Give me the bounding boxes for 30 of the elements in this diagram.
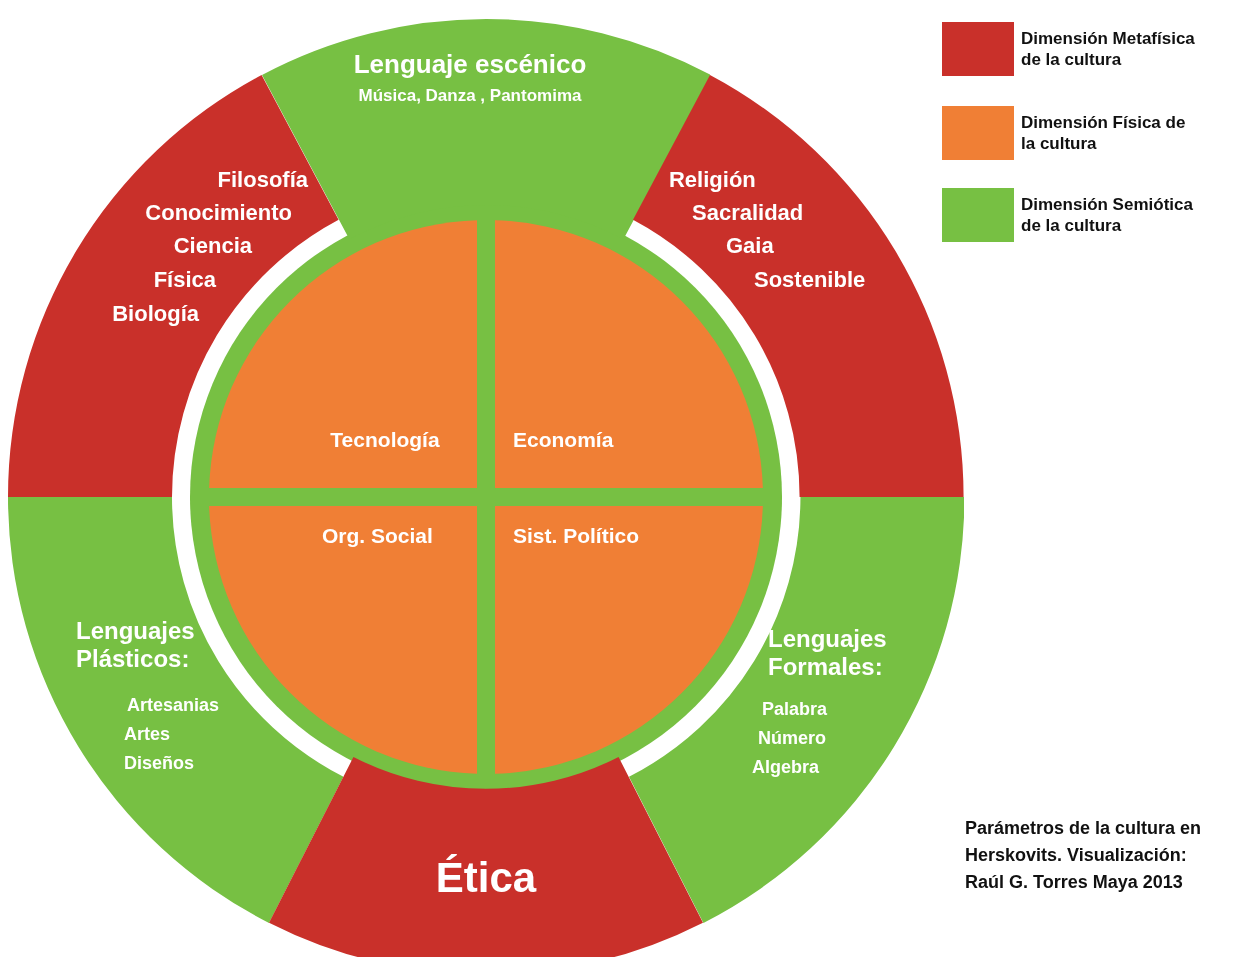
legend-text: Dimensión Semiótica de la cultura bbox=[1021, 193, 1194, 237]
sector-text: Ciencia bbox=[173, 233, 252, 259]
sector-text: Física bbox=[153, 267, 216, 293]
sector-heading: Lenguajes Formales: bbox=[768, 625, 888, 681]
sector-text: Conocimiento bbox=[145, 200, 292, 226]
sector-text: Palabra bbox=[762, 698, 828, 720]
sector-text: Filosofía bbox=[217, 167, 308, 193]
legend-text: Dimensión Metafísica de la cultura bbox=[1021, 27, 1196, 71]
sector-text: Religión bbox=[669, 167, 756, 193]
quadrant-label: Economía bbox=[513, 427, 614, 453]
legend-text: Dimensión Física de la cultura bbox=[1021, 111, 1187, 155]
sector-text: Artes bbox=[124, 723, 171, 745]
sector-text: Ética bbox=[435, 853, 537, 903]
sector-text: Música, Danza , Pantomima bbox=[358, 86, 582, 106]
sector-text: Número bbox=[758, 727, 826, 749]
sector-heading: Lenguajes Plásticos: bbox=[76, 617, 196, 673]
sector-text: Algebra bbox=[752, 756, 819, 778]
sector-text: Artesanias bbox=[127, 694, 220, 716]
sector-heading: Lenguaje escénico bbox=[353, 49, 587, 80]
quadrant-label: Tecnología bbox=[330, 427, 440, 453]
sector-text: Biología bbox=[112, 301, 199, 327]
sector-text: Diseños bbox=[124, 752, 195, 774]
sector-text: Gaia bbox=[726, 233, 774, 259]
caption: Parámetros de la cultura en Herskovits. Visualización: Raúl G. Torres Maya 2013 bbox=[965, 817, 1203, 894]
ring-sector bbox=[269, 757, 703, 957]
sector-text: Sacralidad bbox=[692, 200, 804, 226]
quadrant-label: Sist. Político bbox=[513, 523, 640, 549]
ring-sector bbox=[633, 74, 964, 497]
sector-text: Sostenible bbox=[754, 267, 866, 293]
quadrant-label: Org. Social bbox=[322, 523, 433, 549]
